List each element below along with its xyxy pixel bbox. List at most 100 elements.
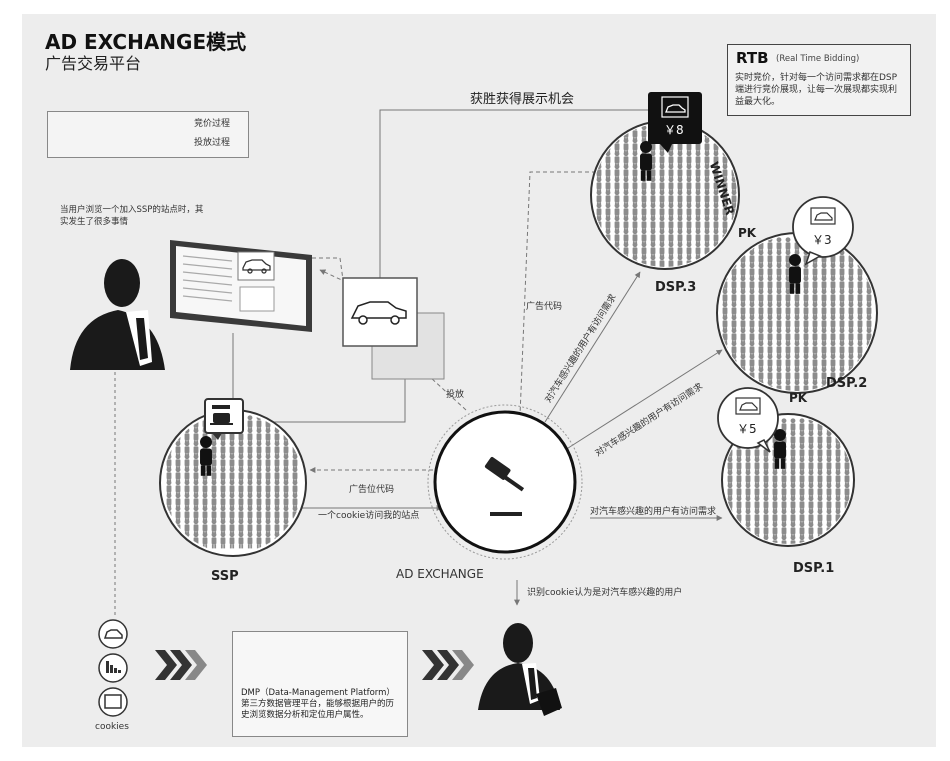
- identify-label: 识别cookie认为是对汽车感兴趣的用户: [527, 588, 683, 598]
- crowd-person: [866, 380, 872, 391]
- req-dsp1-label: 对汽车感兴趣的用户有访问需求: [590, 507, 717, 517]
- req-dsp3-line: [544, 271, 641, 423]
- dsp2-price: ￥3: [812, 233, 832, 247]
- car-icon: [242, 259, 271, 274]
- rtb-subtitle: (Real Time Bidding): [776, 54, 860, 64]
- ssp-label: SSP: [211, 569, 239, 584]
- crowd-person: [596, 242, 602, 259]
- crowd-person: [596, 125, 602, 142]
- crowd-person: [695, 255, 701, 267]
- rtb-box: RTB (Real Time Bidding) 实时竞价，针对每一个访问需求都在…: [727, 44, 911, 116]
- crowd-person: [292, 532, 298, 549]
- crowd-person: [596, 255, 602, 267]
- dsp2-label: DSP.2: [826, 376, 868, 391]
- gavel-icon: [484, 456, 525, 516]
- crowd-person: [722, 255, 728, 267]
- page-title: AD EXCHANGE模式: [45, 30, 247, 54]
- crowd-person: [835, 418, 841, 435]
- crowd-person: [844, 431, 850, 448]
- dsp3-label: DSP.3: [655, 280, 697, 295]
- crowd-person: [292, 415, 298, 432]
- crowd-person: [731, 229, 737, 246]
- ad-creative: [342, 277, 445, 380]
- dsp1-node: [717, 387, 855, 547]
- dsp2-node: [716, 196, 878, 394]
- chevron-arrows-right: [422, 650, 474, 680]
- crowd-person: [790, 535, 796, 544]
- crowd-person: [166, 415, 172, 432]
- price-car-icon: [735, 397, 761, 415]
- adx-label: AD EXCHANGE: [396, 567, 484, 581]
- crowd-person: [722, 242, 728, 259]
- crowd-person: [722, 125, 728, 142]
- crowd-person: [866, 354, 872, 371]
- ad-exchange-node: [427, 404, 583, 560]
- crowd-person: [857, 237, 863, 254]
- intro-text: 当用户浏览一个加入SSP的站点时，其实发生了很多事情: [60, 205, 204, 227]
- pk-label-top: PK: [738, 226, 757, 240]
- req-dsp2-line: [564, 349, 723, 451]
- ssp-node: [159, 398, 307, 557]
- ad-slot-code-label: 广告位代码: [349, 485, 395, 495]
- crowd-person: [731, 237, 737, 254]
- crowd-person: [736, 535, 742, 544]
- cookie-visit-label: 一个cookie访问我的站点: [318, 511, 420, 521]
- crowd-person: [677, 255, 683, 267]
- cookie-icons: [98, 619, 128, 717]
- ad-code-label: 广告代码: [526, 302, 563, 312]
- rtb-description: 实时竞价，针对每一个访问需求都在DSP端进行竞价展现，让每一次展现都实现利益最大…: [735, 73, 898, 107]
- cookie-car-icon: [98, 619, 128, 649]
- crowd-person: [166, 428, 172, 445]
- legend-bid-label: 竞价过程: [194, 119, 231, 129]
- crowd-person: [605, 255, 611, 267]
- dsp1-label: DSP.1: [793, 561, 835, 576]
- win-label: 获胜获得展示机会: [470, 92, 575, 107]
- crowd-person: [727, 522, 733, 539]
- crowd-person: [844, 418, 850, 435]
- crowd-person: [605, 125, 611, 142]
- crowd-person: [812, 380, 818, 391]
- delivery-label: 投放: [446, 390, 465, 400]
- dmp-description: DMP（Data-Management Platform）第三方数据管理平台，能…: [241, 688, 395, 720]
- crowd-person: [835, 535, 841, 544]
- dash-page-ad: [305, 257, 344, 281]
- crowd-person: [722, 380, 728, 391]
- crowd-person: [866, 367, 872, 384]
- crowd-person: [596, 138, 602, 155]
- price-car-icon: [661, 96, 689, 118]
- crowd-person: [745, 535, 751, 544]
- crowd-person: [776, 380, 782, 391]
- crowd-person: [866, 237, 872, 254]
- crowd-person: [781, 535, 787, 544]
- crowd-person: [727, 535, 733, 544]
- crowd-person: [731, 138, 737, 155]
- user-figure: [70, 259, 165, 370]
- price-car-icon: [810, 207, 836, 225]
- cookies-label: cookies: [95, 722, 129, 732]
- crowd-person: [731, 367, 737, 384]
- ssp-to-ad-line: [258, 360, 406, 423]
- crowd-person: [844, 535, 850, 544]
- crowd-person: [722, 354, 728, 371]
- cookie-photo-icon: [98, 687, 128, 717]
- crowd-person: [844, 522, 850, 539]
- crowd-person: [722, 250, 728, 267]
- crowd-person: [731, 242, 737, 259]
- pk-label-bottom: PK: [789, 391, 808, 405]
- chevron-arrows-left: [155, 650, 207, 680]
- legend-box: 竞价过程 投放过程: [47, 111, 249, 158]
- page-subtitle: 广告交易平台: [45, 54, 142, 73]
- dmp-box: DMP（Data-Management Platform）第三方数据管理平台，能…: [232, 631, 408, 737]
- crowd-person: [166, 532, 172, 549]
- crowd-person: [713, 255, 719, 267]
- crowd-person: [722, 367, 728, 384]
- dsp1-price: ￥5: [737, 422, 757, 436]
- crowd-person: [826, 535, 832, 544]
- crowd-person: [731, 125, 737, 142]
- legend-delivery-label: 投放过程: [194, 138, 231, 148]
- dsp3-node: [590, 92, 740, 270]
- crowd-person: [175, 532, 181, 549]
- rtb-title: RTB: [736, 49, 769, 67]
- crowd-person: [614, 255, 620, 267]
